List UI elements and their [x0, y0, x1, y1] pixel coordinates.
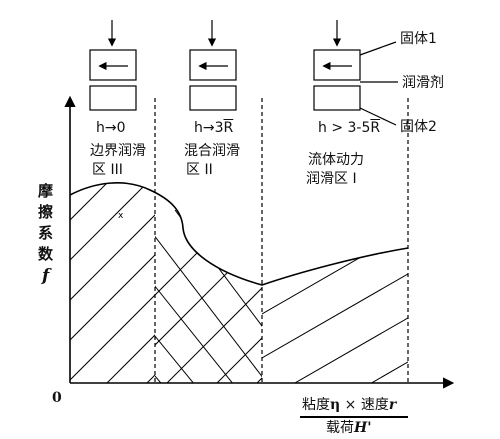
fraction-bar [300, 416, 408, 418]
regime-2-name-line2: 区 II [186, 162, 213, 178]
regime-2-condition: h→3R [194, 120, 234, 136]
regime-3-condition: h→0 [96, 120, 126, 136]
y-label-char-4: 数 [38, 245, 54, 263]
regime-1-name-line1: 流体动力 [308, 152, 364, 168]
hatch-mixed-region [155, 209, 262, 383]
regime-3-name-line2: 区 III [92, 162, 123, 178]
x-label-denominator: 载荷H' [326, 420, 372, 436]
hatch-boundary-region [70, 182, 155, 383]
block-illustrations [89, 20, 398, 126]
regime-3-name-line1: 边界润滑 [90, 143, 146, 159]
y-label-char-1: 摩 [38, 182, 54, 200]
label-lubricant: 润滑剂 [402, 75, 444, 91]
label-solid2: 固体2 [400, 119, 437, 135]
y-label-char-2: 擦 [38, 203, 54, 221]
x-label-numerator: 粘度η × 速度r [302, 397, 397, 413]
y-label-char-3: 系 [38, 224, 54, 242]
regime-2-name-line1: 混合润滑 [184, 143, 240, 159]
origin-label: 0 [52, 390, 62, 406]
y-label-symbol: f [42, 266, 50, 286]
small-mark: x [118, 211, 124, 221]
regime-1-name-line2: 润滑区 I [306, 171, 357, 187]
friction-curve [69, 182, 409, 286]
regime-1-condition: h > 3-5R [318, 120, 381, 136]
label-solid1: 固体1 [400, 31, 437, 47]
hatch-hydrodynamic-region [262, 248, 408, 383]
